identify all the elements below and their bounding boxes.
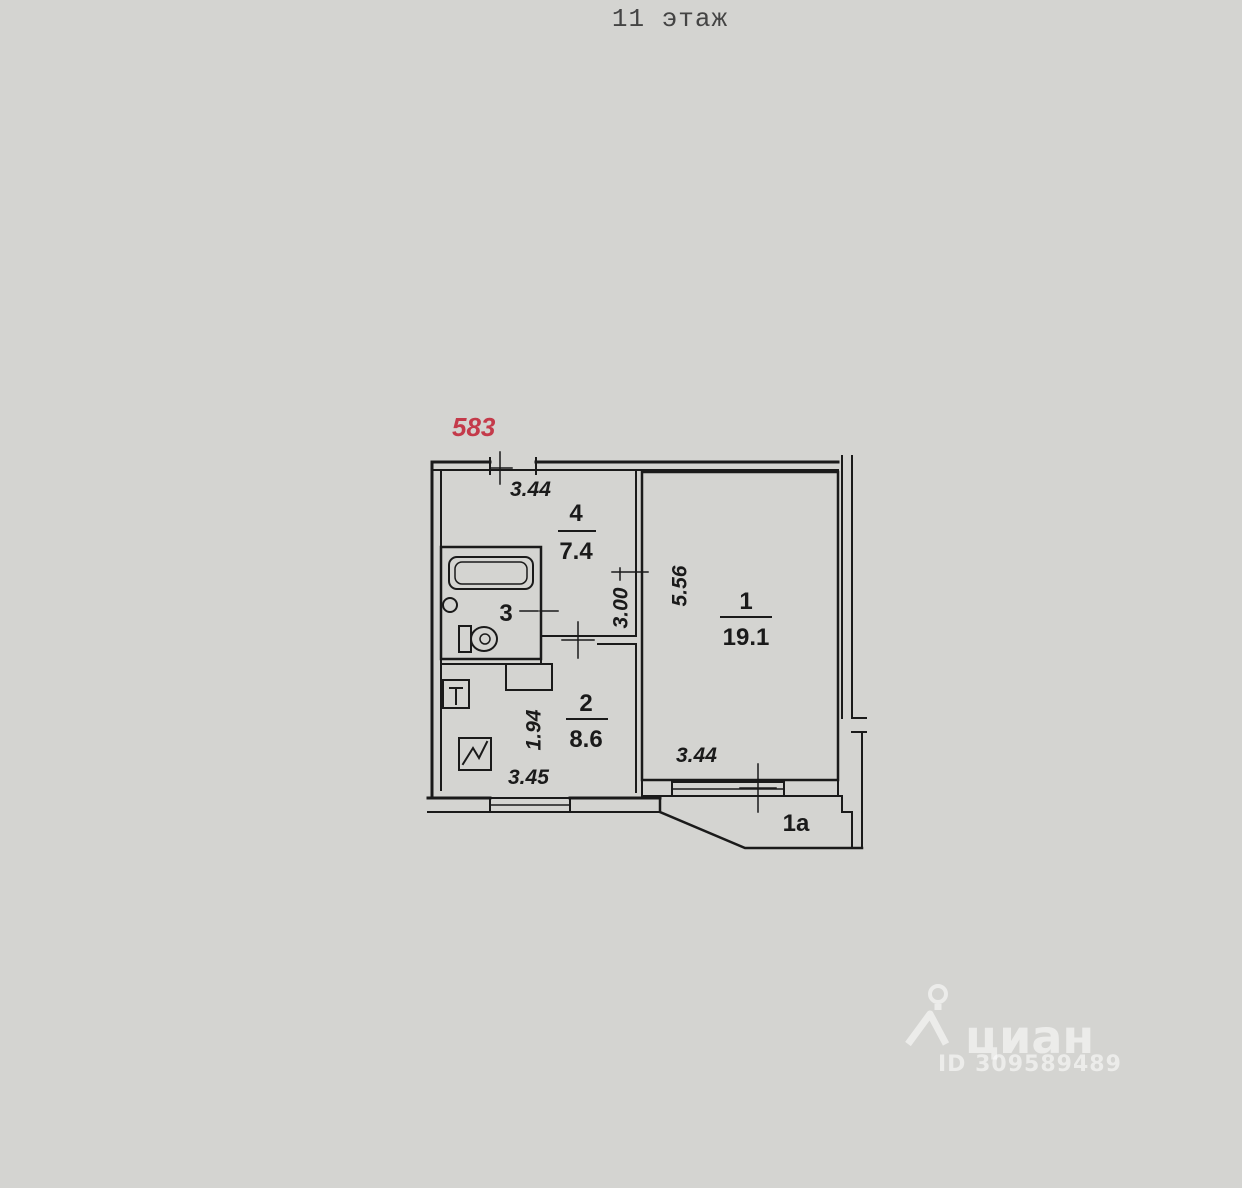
bathtub-icon	[448, 556, 534, 590]
watermark-listing-id: ID 309589489	[938, 1052, 1122, 1077]
room-1-fraction-line	[720, 616, 772, 618]
room-4-wall	[440, 469, 637, 637]
dimension-hall-width: 3.44	[510, 478, 551, 501]
apartment-number: 583	[452, 412, 496, 442]
door-mark-balcony	[739, 763, 777, 813]
dimension-room-1-width: 3.44	[676, 744, 717, 767]
building-wall-right-lower	[851, 717, 867, 849]
room-4-area: 7.4	[559, 538, 593, 565]
dimension-room-1-length: 5.56	[668, 565, 692, 607]
bathtub-inner-icon	[454, 561, 528, 585]
dimension-hall-length: 3.00	[609, 587, 633, 629]
balcony-number: 1а	[782, 810, 810, 837]
floor-label: 11 этаж	[611, 4, 729, 34]
door-mark-kitchen	[561, 621, 595, 659]
kitchen-sink-icon	[442, 679, 470, 709]
toilet-tank-icon	[458, 625, 472, 653]
entry-opening	[489, 457, 537, 475]
dimension-kitchen-width: 3.45	[508, 766, 549, 789]
sink-icon	[442, 597, 458, 613]
room-2-number: 2	[579, 690, 593, 717]
stove-icon	[458, 737, 492, 771]
room-4-number: 4	[569, 500, 583, 527]
watermark-brand: циан	[965, 1010, 1095, 1064]
door-mark-room1	[611, 567, 649, 581]
room-3-outline	[439, 545, 543, 661]
room-4-fraction-line	[558, 530, 596, 532]
room-3-number: 3	[499, 600, 513, 627]
dimension-kitchen-depth: 1.94	[522, 709, 546, 751]
room-2-area: 8.6	[569, 726, 603, 753]
room-1-outline	[640, 470, 840, 782]
toilet-bowl-icon	[470, 626, 498, 652]
room-2-fraction-line	[566, 718, 608, 720]
room-1-area: 19.1	[722, 624, 770, 651]
door-mark-hall	[489, 451, 513, 485]
kitchen-counter-icon	[505, 663, 553, 691]
location-person-icon	[905, 984, 950, 1047]
balcony-outline	[658, 796, 864, 850]
building-wall-right	[841, 455, 853, 719]
room-1-number: 1	[739, 588, 753, 615]
